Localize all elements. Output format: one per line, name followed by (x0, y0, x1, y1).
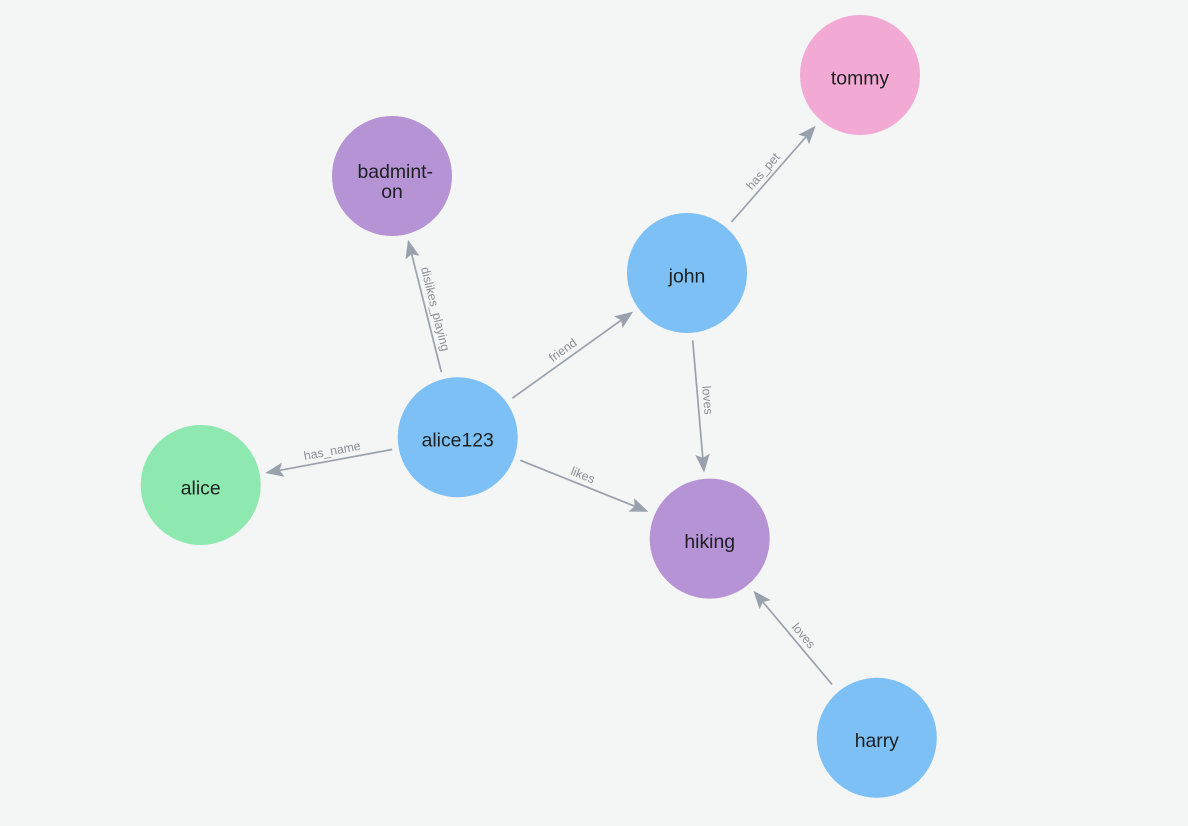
svg-text:john: john (668, 265, 706, 287)
svg-text:loves: loves (699, 385, 715, 415)
svg-text:alice: alice (181, 477, 221, 499)
svg-text:harry: harry (855, 730, 899, 752)
svg-text:on: on (381, 181, 403, 203)
svg-text:hiking: hiking (684, 531, 735, 553)
svg-text:badmint: badmint (358, 161, 428, 183)
svg-text:tommy: tommy (831, 67, 889, 89)
svg-text:-: - (427, 161, 433, 183)
svg-text:alice123: alice123 (422, 430, 494, 452)
